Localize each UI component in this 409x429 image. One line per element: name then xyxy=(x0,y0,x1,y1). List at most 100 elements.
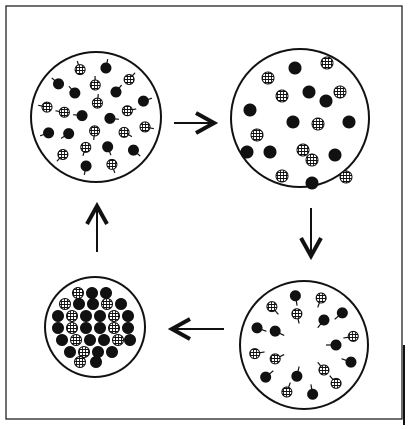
particle xyxy=(77,111,87,121)
particle xyxy=(123,311,134,322)
particle xyxy=(241,146,253,158)
particle xyxy=(101,288,112,299)
particle xyxy=(297,144,309,156)
particle xyxy=(73,288,84,299)
particle xyxy=(267,302,277,312)
particle xyxy=(312,118,324,130)
particle xyxy=(101,63,111,73)
particle xyxy=(123,323,134,334)
particle xyxy=(64,129,74,139)
particle xyxy=(125,335,136,346)
particle xyxy=(140,122,150,132)
particle xyxy=(91,357,102,368)
particle xyxy=(138,96,148,106)
particle xyxy=(67,311,78,322)
particle xyxy=(261,372,271,382)
particle xyxy=(105,113,115,123)
particle xyxy=(306,177,318,189)
particle xyxy=(67,323,78,334)
particle xyxy=(290,291,300,301)
particle xyxy=(54,79,64,89)
particle xyxy=(93,347,104,358)
particle xyxy=(320,95,332,107)
particle xyxy=(276,90,288,102)
particle xyxy=(251,129,263,141)
particle xyxy=(321,57,333,69)
particle xyxy=(250,349,260,359)
particle xyxy=(340,171,352,183)
particle xyxy=(292,309,302,319)
particle xyxy=(74,299,85,310)
particle xyxy=(122,106,132,116)
particle xyxy=(270,326,280,336)
particle xyxy=(124,75,134,85)
particle xyxy=(107,347,118,358)
particle xyxy=(119,127,129,137)
particle xyxy=(90,126,100,136)
particle xyxy=(289,62,301,74)
particle xyxy=(276,170,288,182)
particle xyxy=(70,88,80,98)
particle xyxy=(87,288,98,299)
particle xyxy=(85,335,96,346)
particle xyxy=(306,154,318,166)
particle xyxy=(111,87,121,97)
particle xyxy=(331,378,341,388)
particle xyxy=(303,86,315,98)
particle xyxy=(331,340,341,350)
particle xyxy=(116,299,127,310)
particle xyxy=(107,159,117,169)
particle xyxy=(252,323,262,333)
particle xyxy=(103,142,113,152)
particle xyxy=(92,98,102,108)
particle xyxy=(88,299,99,310)
particle xyxy=(75,65,85,75)
particle xyxy=(95,323,106,334)
particle xyxy=(343,116,355,128)
particle xyxy=(346,357,356,367)
particle xyxy=(244,104,256,116)
particle xyxy=(44,128,54,138)
particle xyxy=(53,311,64,322)
particle xyxy=(42,102,52,112)
circle-bottom-right xyxy=(240,281,368,409)
particle xyxy=(79,347,90,358)
particle xyxy=(95,311,106,322)
particle xyxy=(99,335,110,346)
particle xyxy=(81,311,92,322)
particle xyxy=(128,145,138,155)
particle xyxy=(292,371,302,381)
particle xyxy=(53,323,64,334)
particle xyxy=(308,389,318,399)
particle xyxy=(57,335,68,346)
particle xyxy=(319,315,329,325)
particle xyxy=(264,146,276,158)
particle xyxy=(71,335,82,346)
particle xyxy=(329,149,341,161)
particle xyxy=(337,308,347,318)
particle xyxy=(348,331,358,341)
particle xyxy=(75,357,86,368)
particle xyxy=(109,323,120,334)
particle xyxy=(102,299,113,310)
particle xyxy=(81,161,91,171)
particle xyxy=(287,116,299,128)
particle xyxy=(81,142,91,152)
particle xyxy=(262,72,274,84)
particle xyxy=(334,86,346,98)
particle xyxy=(65,347,76,358)
particle xyxy=(90,80,100,90)
circle-top-left xyxy=(31,52,161,182)
particle xyxy=(270,354,280,364)
particle xyxy=(109,311,120,322)
particle xyxy=(81,323,92,334)
particle xyxy=(58,149,68,159)
particle xyxy=(113,335,124,346)
particle xyxy=(282,387,292,397)
particle xyxy=(316,293,326,303)
particle xyxy=(59,107,69,117)
particle xyxy=(319,365,329,375)
particle xyxy=(60,299,71,310)
